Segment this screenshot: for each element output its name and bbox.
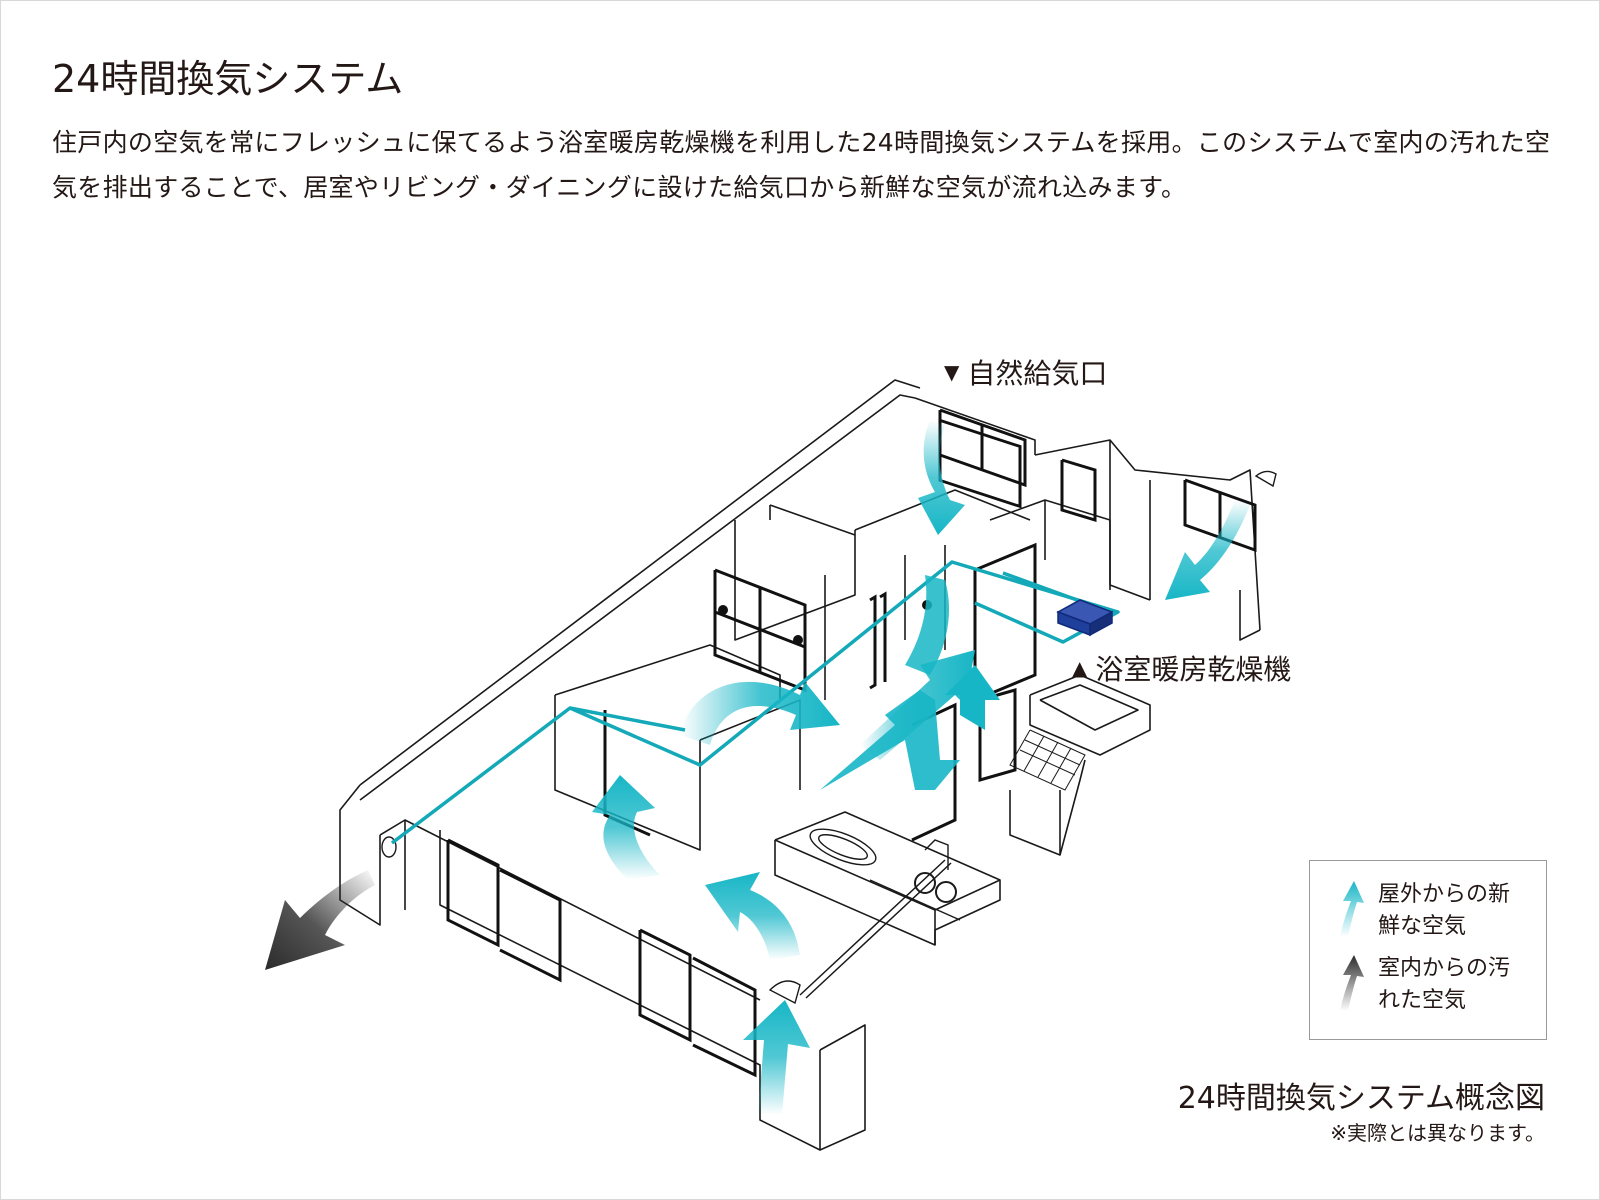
diagram-caption: 24時間換気システム概念図 [1177, 1081, 1545, 1116]
page-title: 24時間換気システム [52, 57, 404, 101]
legend-stale-air-label: 室内からの汚れた空気 [1378, 956, 1511, 1013]
bathroom-dryer-callout: ▲ 浴室暖房乾燥機 [1072, 648, 1291, 688]
fresh-air-arrow-central-4 [945, 665, 1000, 730]
fresh-air-arrow-top [918, 420, 965, 535]
fresh-air-arrow-balcony [743, 1000, 810, 1115]
bathroom-dryer-label: 浴室暖房乾燥機 [1095, 653, 1292, 686]
stale-air-exhaust-arrow [265, 870, 375, 970]
legend-stale-air: 室内からの汚れた空気 [1334, 953, 1518, 1017]
fresh-air-arrow-living-2 [705, 872, 800, 960]
fresh-air-arrows [592, 420, 1250, 1115]
natural-inlet-label: 自然給気口 [967, 357, 1108, 390]
fresh-air-arrow-icon [1340, 881, 1364, 937]
legend-fresh-air: 屋外からの新鮮な空気 [1334, 879, 1518, 943]
triangle-up-icon: ▲ [1072, 656, 1088, 680]
building-outline [339, 379, 1261, 1151]
natural-inlet-callout: ▼ 自然給気口 [944, 352, 1107, 392]
kitchen-fixtures [809, 828, 961, 921]
bath-floor-tiles [1009, 729, 1086, 791]
fresh-air-arrow-right [1165, 500, 1250, 600]
legend: 屋外からの新鮮な空気 室内からの汚れた空気 [1309, 860, 1547, 1040]
windows-and-doors [446, 408, 1257, 1078]
duct-rail [799, 859, 952, 999]
fresh-air-arrow-central-2 [860, 650, 975, 760]
fresh-air-arrow-room [680, 681, 840, 745]
bathroom-dryer-unit [1056, 599, 1114, 637]
inlet-vents [381, 470, 1277, 1005]
fresh-air-arrow-living-1 [592, 775, 660, 880]
legend-fresh-air-label: 屋外からの新鮮な空気 [1378, 882, 1511, 939]
triangle-down-icon: ▼ [944, 360, 960, 384]
stale-air-arrow-icon [1340, 955, 1364, 1011]
fresh-air-arrow-central-3 [905, 575, 950, 675]
description-text: 住戸内の空気を常にフレッシュに保てるよう浴室暖房乾燥機を利用した24時間換気シス… [52, 128, 1551, 202]
disclaimer-note: ※実際とは異なります。 [1330, 1121, 1545, 1145]
